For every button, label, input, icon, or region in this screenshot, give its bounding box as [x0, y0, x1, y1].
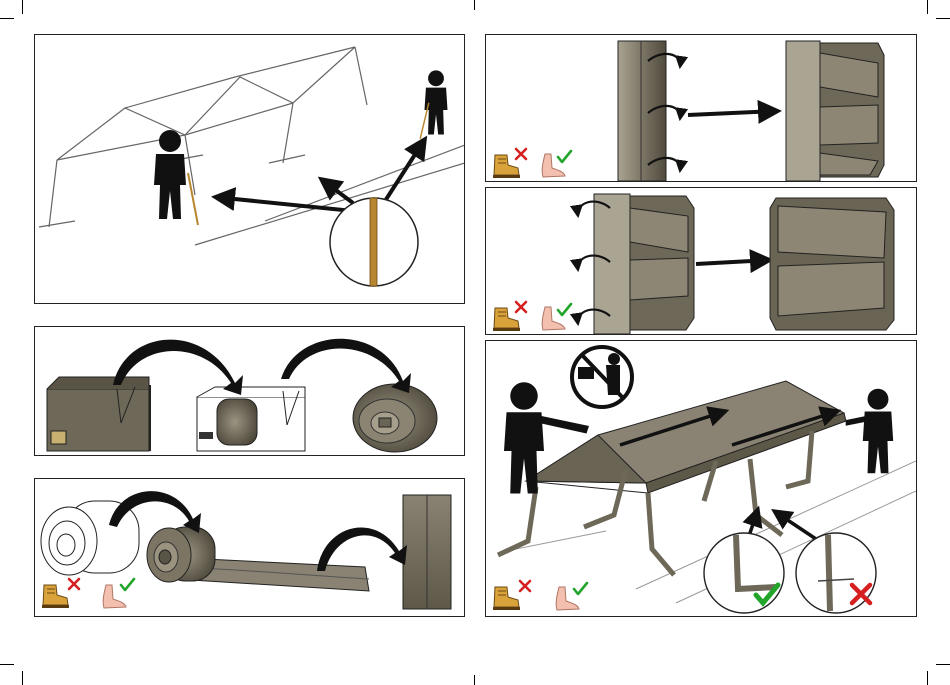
step-unfold-side-1	[485, 34, 917, 182]
person-icon	[154, 130, 198, 225]
barefoot-icon	[542, 154, 565, 177]
cover-roll	[353, 384, 437, 452]
check-icon	[558, 151, 571, 162]
no-lift-icon	[572, 347, 632, 407]
folded-cover	[403, 495, 451, 609]
cross-icon	[69, 579, 79, 589]
crop-mark	[927, 671, 928, 685]
boot-icon	[493, 587, 520, 610]
crop-mark	[0, 664, 14, 665]
crop-mark	[936, 664, 950, 665]
crop-mark	[22, 671, 23, 685]
arrow-icon	[648, 54, 778, 171]
step-pull-cover	[485, 340, 917, 617]
crop-mark	[0, 18, 14, 19]
cover-left-fold	[594, 194, 694, 334]
cross-icon	[516, 302, 526, 312]
step-unroll-cover	[34, 478, 465, 617]
folded-strip	[618, 41, 666, 181]
leg-detail-correct	[704, 533, 784, 613]
bag-closed	[47, 377, 151, 451]
cross-icon	[516, 149, 526, 159]
check-icon	[558, 304, 571, 315]
leg-detail-wrong	[796, 533, 876, 613]
crop-mark	[22, 0, 23, 14]
check-icon	[121, 579, 134, 590]
step-unpack	[34, 326, 465, 456]
step-unfold-side-2	[485, 187, 917, 335]
pole-detail	[330, 198, 418, 286]
person-icon	[420, 70, 447, 138]
crop-mark	[474, 0, 475, 10]
check-icon	[574, 583, 587, 594]
cross-icon	[520, 581, 530, 591]
crop-mark	[936, 18, 950, 19]
crop-mark	[474, 675, 475, 685]
cover-on-frame	[526, 381, 846, 493]
step-frame-check	[34, 34, 465, 304]
person-icon	[846, 389, 894, 474]
cover-fully-open	[770, 198, 894, 330]
cover-unfolding	[786, 41, 884, 181]
boot-icon	[42, 585, 69, 608]
crop-mark	[927, 0, 928, 14]
barefoot-icon	[542, 307, 565, 330]
bag-open	[197, 387, 305, 451]
